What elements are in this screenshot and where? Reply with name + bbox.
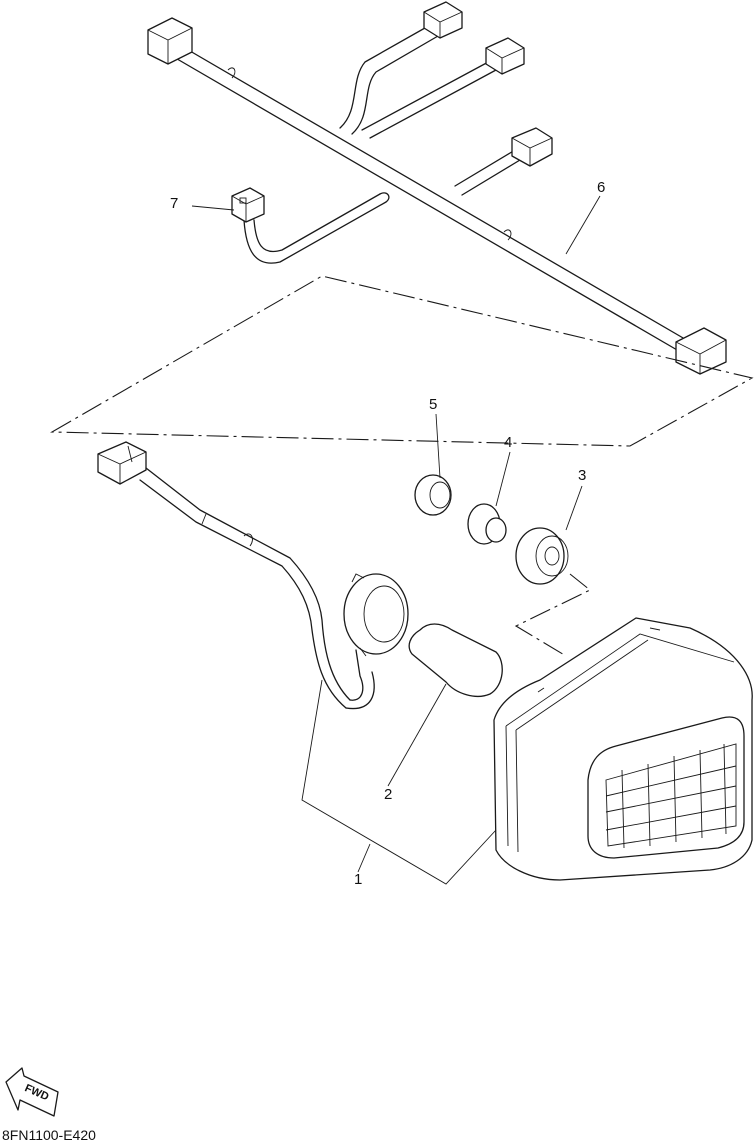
callout-numbers: 1 2 3 4 5 6 7 bbox=[170, 179, 605, 888]
grommets bbox=[414, 474, 569, 585]
callout-2: 2 bbox=[384, 786, 392, 803]
callout-1: 1 bbox=[354, 871, 362, 888]
socket-cord bbox=[97, 441, 409, 710]
callout-5: 5 bbox=[429, 396, 437, 413]
callout-7: 7 bbox=[170, 195, 178, 212]
wire-harness bbox=[147, 1, 727, 375]
leader-lines bbox=[191, 195, 601, 885]
sub-wire-harness bbox=[231, 187, 390, 264]
bulb bbox=[408, 623, 503, 697]
tail-lamp bbox=[493, 617, 753, 881]
diagram-code: 8FN1100-E420 bbox=[2, 1127, 96, 1142]
forward-arrow-icon bbox=[5, 1067, 59, 1117]
callout-4: 4 bbox=[504, 434, 512, 451]
forward-arrow: FWD bbox=[5, 1067, 59, 1117]
callout-3: 3 bbox=[578, 467, 586, 484]
callout-6: 6 bbox=[597, 179, 605, 196]
